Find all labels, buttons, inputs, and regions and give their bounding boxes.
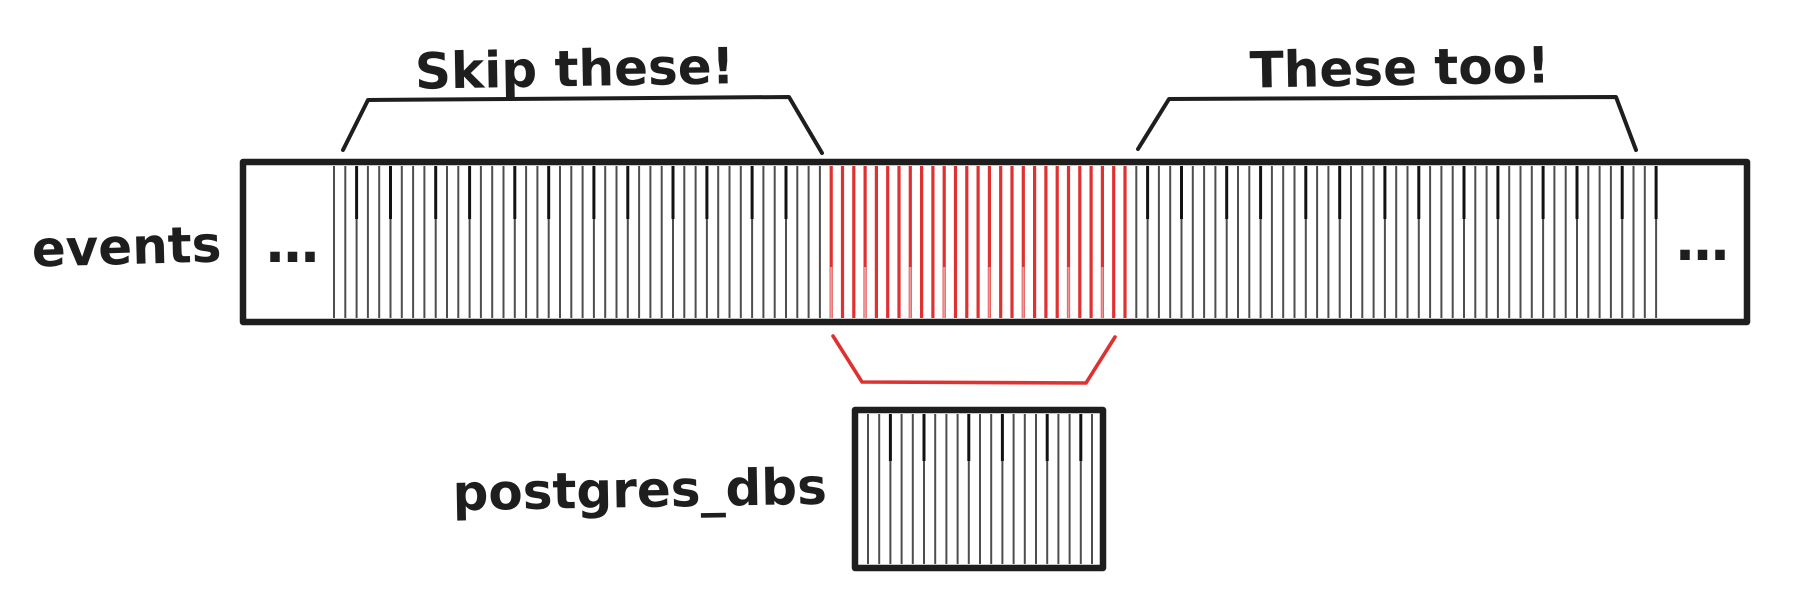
events-array-box-background xyxy=(243,162,1747,322)
red-selection-bracket xyxy=(831,334,1117,385)
skip-bracket-pointer-tail xyxy=(508,77,514,101)
these-too-bracket xyxy=(1136,95,1638,152)
events-ticks-group xyxy=(333,166,1658,318)
skip-bracket xyxy=(341,95,824,155)
events-label: events xyxy=(31,216,222,279)
postgres-dbs-box xyxy=(851,406,1107,572)
events-array-box xyxy=(239,158,1751,326)
postgres-ticks-group xyxy=(867,414,1093,564)
ellipsis-left: ... xyxy=(265,212,318,275)
ellipsis-right: ... xyxy=(1675,210,1728,273)
skip-these-label: Skip these! xyxy=(414,37,734,101)
postgres-dbs-label: postgres_dbs xyxy=(452,458,827,523)
these-too-label: These too! xyxy=(1249,36,1550,99)
